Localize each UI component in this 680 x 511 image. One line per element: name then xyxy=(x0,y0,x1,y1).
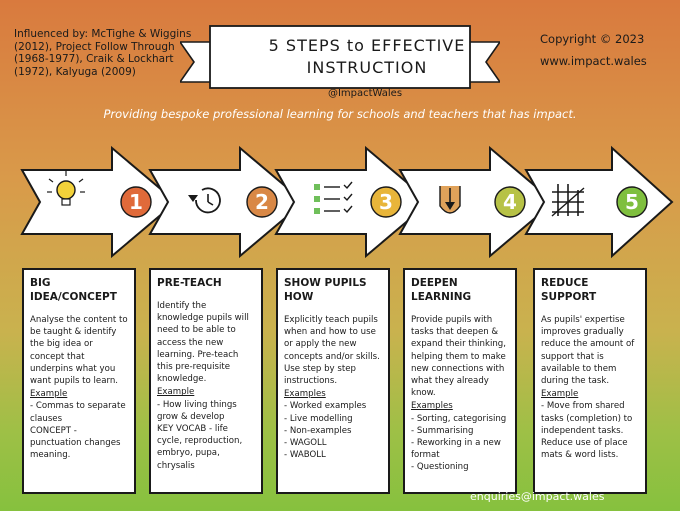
step-arrow-2: 2 xyxy=(148,145,306,259)
copyright-text: Copyright © 2023 xyxy=(540,32,645,46)
card-body: Explicitly teach pupils when and how to … xyxy=(284,315,380,387)
card-example-list: - How living things grow & develop KEY V… xyxy=(157,399,255,472)
card-example-list: - Commas to separate clauses CONCEPT - p… xyxy=(30,400,128,461)
card-example-label: Example xyxy=(157,387,195,398)
step-number-3: 3 xyxy=(379,190,393,214)
list-item: KEY VOCAB - life cycle, reproduction, em… xyxy=(157,424,243,471)
title-banner xyxy=(180,25,500,89)
card-heading: DEEPEN LEARNING xyxy=(411,277,472,303)
deep-dive-icon xyxy=(439,186,461,214)
step-badge-5 xyxy=(616,186,648,218)
step-number-5: 5 xyxy=(625,190,639,214)
list-item: - Move from shared tasks (completion) to… xyxy=(541,401,633,461)
card-body: Identify the knowledge pupils will need … xyxy=(157,301,249,385)
credits-text: Influenced by: McTighe & Wiggins (2012),… xyxy=(14,28,192,78)
step-arrow-4: 4 xyxy=(398,145,556,259)
list-item: - Non-examples xyxy=(284,425,352,436)
step-card-5: REDUCE SUPPORT As pupils' expertise impr… xyxy=(533,268,647,494)
list-item: - WABOLL xyxy=(284,450,326,461)
card-example-label: Example xyxy=(541,389,579,400)
card-example-label: Example xyxy=(30,389,68,400)
social-handle[interactable]: @ImpactWales xyxy=(327,88,403,99)
card-heading: SHOW PUPILS HOW xyxy=(284,277,367,303)
step-number-1: 1 xyxy=(129,190,143,214)
card-heading: REDUCE SUPPORT xyxy=(541,277,597,303)
list-item: - Reworking in a new format xyxy=(411,438,501,461)
step-badge-1 xyxy=(120,186,152,218)
scaffold-icon xyxy=(551,184,585,217)
step-arrow-3: 3 xyxy=(274,145,432,259)
title-line-2: INSTRUCTION xyxy=(306,58,428,77)
card-example-label: Examples xyxy=(411,401,453,412)
card-example-list: - Move from shared tasks (completion) to… xyxy=(541,400,639,461)
list-item: CONCEPT - punctuation changes meaning. xyxy=(30,425,121,461)
card-heading: BIG IDEA/CONCEPT xyxy=(30,277,117,303)
list-item: - Commas to separate clauses xyxy=(30,401,126,424)
website-link[interactable]: www.impact.wales xyxy=(540,54,647,68)
step-badge-4 xyxy=(494,186,526,218)
step-badge-2 xyxy=(246,186,278,218)
steps-arrow-row: 1 2 3 xyxy=(20,145,674,259)
list-item: - Questioning xyxy=(411,462,469,473)
card-body: As pupils' expertise improves gradually … xyxy=(541,315,635,387)
list-item: - Sorting, categorising xyxy=(411,413,507,424)
checklist-icon xyxy=(314,181,353,214)
clock-arrow-icon xyxy=(188,187,221,214)
step-badge-3 xyxy=(370,186,402,218)
list-item: - Worked examples xyxy=(284,401,367,412)
list-item: - Live modelling xyxy=(284,413,353,424)
step-card-3: SHOW PUPILS HOW Explicitly teach pupils … xyxy=(276,268,390,494)
list-item: - Summarising xyxy=(411,425,474,436)
card-body: Analyse the content to be taught & ident… xyxy=(30,315,128,387)
step-number-4: 4 xyxy=(503,190,517,214)
step-card-1: BIG IDEA/CONCEPT Analyse the content to … xyxy=(22,268,136,494)
card-example-label: Examples xyxy=(284,389,326,400)
lightbulb-icon xyxy=(47,171,85,206)
step-number-2: 2 xyxy=(255,190,269,214)
step-card-4: DEEPEN LEARNING Provide pupils with task… xyxy=(403,268,517,494)
tagline: Providing bespoke professional learning … xyxy=(103,107,577,121)
card-body: Provide pupils with tasks that deepen & … xyxy=(411,315,506,399)
step-arrow-5: 5 xyxy=(524,145,674,259)
list-item: - How living things grow & develop xyxy=(157,399,237,422)
card-heading: PRE-TEACH xyxy=(157,277,222,289)
step-card-2: PRE-TEACH Identify the knowledge pupils … xyxy=(149,268,263,494)
card-example-list: - Sorting, categorising - Summarising - … xyxy=(411,413,509,474)
contact-email[interactable]: enquiries@impact.wales xyxy=(470,490,605,503)
step-arrow-1: 1 xyxy=(20,145,178,259)
list-item: - WAGOLL xyxy=(284,438,327,449)
card-example-list: - Worked examples - Live modelling - Non… xyxy=(284,400,382,461)
title-line-1: 5 STEPS to EFFECTIVE xyxy=(268,36,466,55)
copyright-block: Copyright © 2023 www.impact.wales xyxy=(540,28,670,72)
